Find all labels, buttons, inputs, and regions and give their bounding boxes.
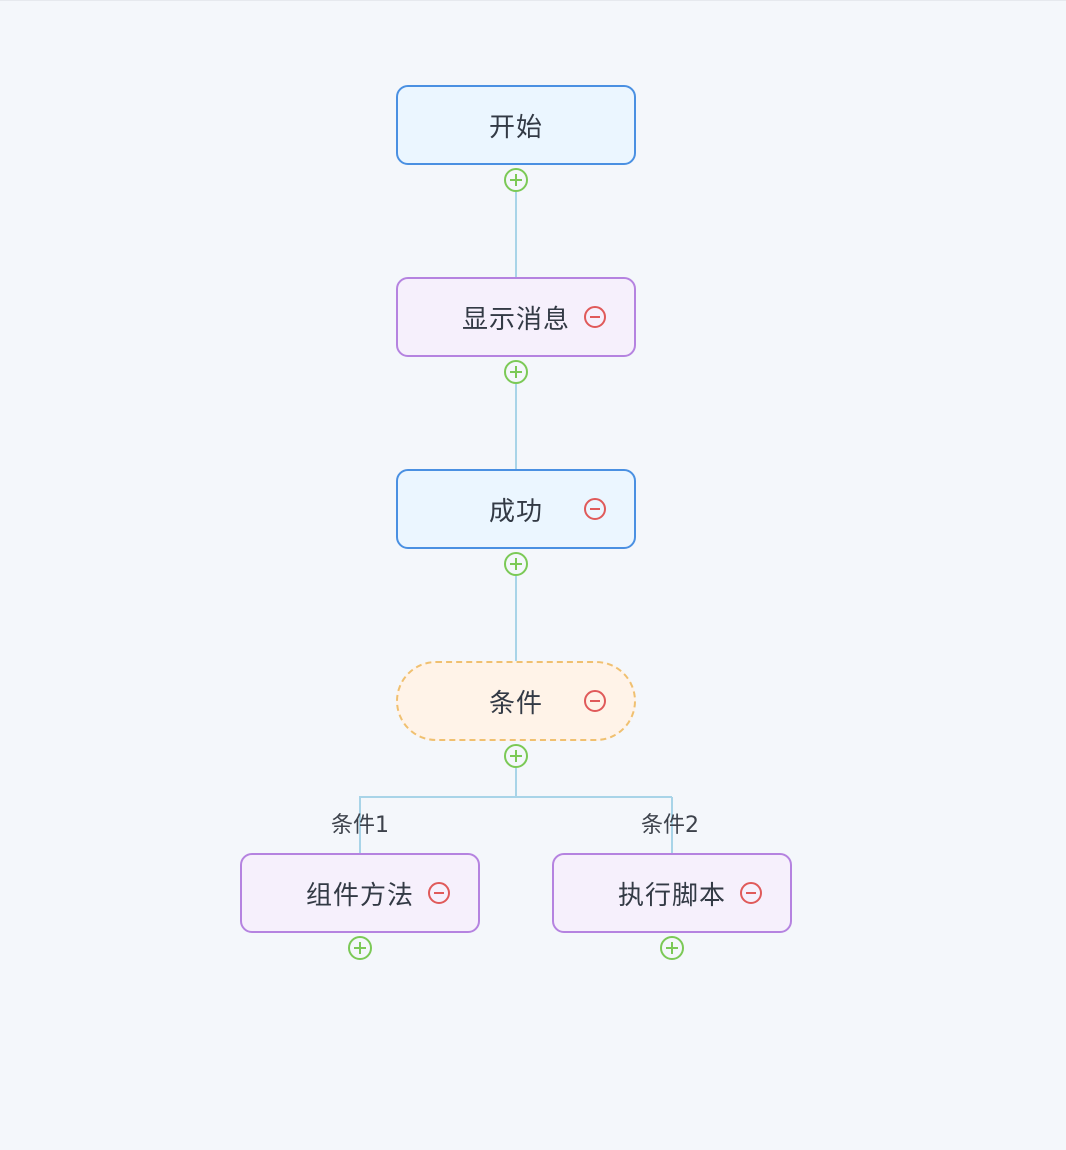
add-after-success-plus-circle-icon[interactable] [504,552,528,576]
remove-success-minus-circle-icon[interactable] [584,498,606,520]
node-execute-script[interactable]: 执行脚本 [552,853,792,933]
node-component-method-label: 组件方法 [305,880,414,911]
remove-show-message-minus-circle-icon[interactable] [584,306,606,328]
node-component-method[interactable]: 组件方法 [240,853,480,933]
node-start[interactable]: 开始 [396,85,636,165]
add-after-execute-script-plus-circle-icon[interactable] [660,936,684,960]
branch-label-left: 条件1 [331,813,389,838]
node-condition[interactable]: 条件 [396,661,636,741]
node-success-label: 成功 [488,496,543,527]
remove-condition-minus-circle-icon[interactable] [584,690,606,712]
node-show-message[interactable]: 显示消息 [396,277,636,357]
node-success[interactable]: 成功 [396,469,636,549]
remove-execute-script-minus-circle-icon[interactable] [740,882,762,904]
top-divider [0,0,1066,1]
node-start-label: 开始 [488,112,543,143]
add-after-condition-plus-circle-icon[interactable] [504,744,528,768]
remove-component-method-minus-circle-icon[interactable] [428,882,450,904]
add-after-component-method-plus-circle-icon[interactable] [348,936,372,960]
add-after-start-plus-circle-icon[interactable] [504,168,528,192]
add-after-show-message-plus-circle-icon[interactable] [504,360,528,384]
node-condition-label: 条件 [488,688,543,719]
node-execute-script-label: 执行脚本 [617,880,726,911]
node-show-message-label: 显示消息 [461,304,570,335]
branch-label-right: 条件2 [641,813,699,838]
